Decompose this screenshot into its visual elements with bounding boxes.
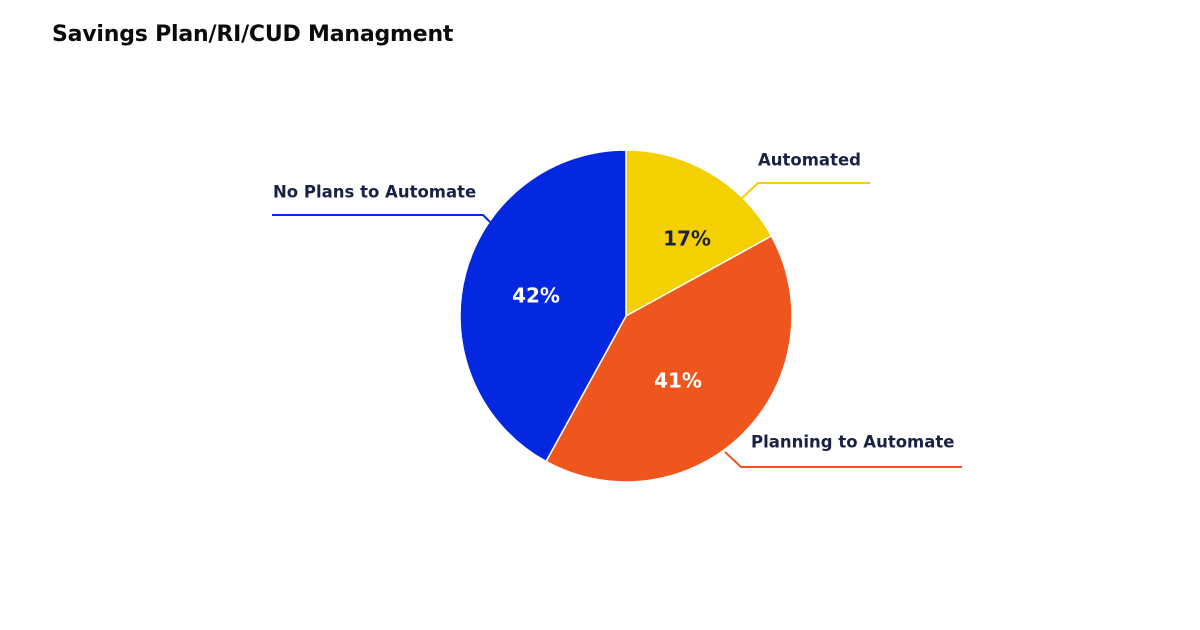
slice-automated: [625, 149, 773, 318]
callout-label-automated: Automated: [758, 151, 861, 170]
callout-line-no-plans-to-automate: [272, 214, 491, 223]
slice-planning-to-automate: [545, 235, 793, 483]
percent-label-no-plans-to-automate: 42%: [512, 284, 560, 308]
chart-title: Savings Plan/RI/CUD Managment: [52, 22, 454, 47]
callout-line-planning-to-automate: [724, 451, 962, 468]
slice-no-plans-to-automate: [459, 149, 627, 463]
callout-line-automated: [741, 182, 870, 199]
callout-label-planning-to-automate: Planning to Automate: [751, 433, 954, 452]
percent-label-automated: 17%: [663, 227, 711, 251]
callout-label-no-plans-to-automate: No Plans to Automate: [273, 183, 476, 202]
percent-labels: 17% 41% 42%: [512, 227, 711, 393]
percent-label-planning-to-automate: 41%: [654, 369, 702, 393]
pie-slices: [459, 149, 793, 483]
